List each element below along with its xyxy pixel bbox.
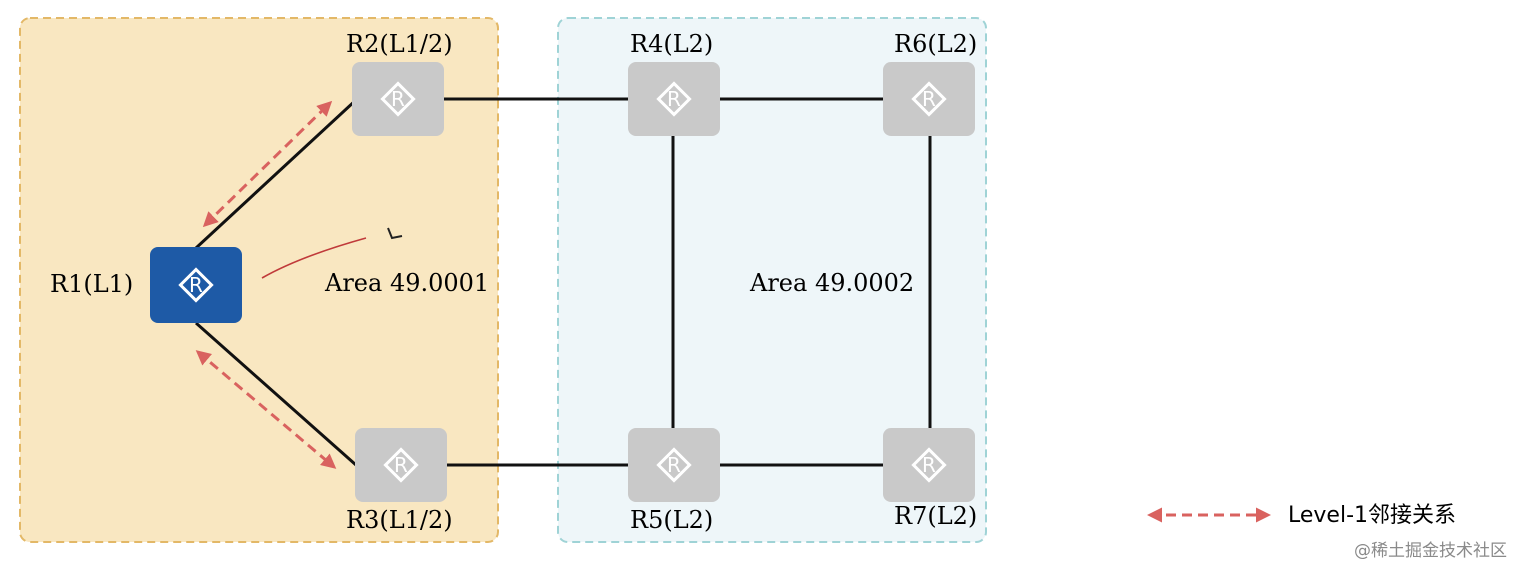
area-label-49-0001: Area 49.0001	[324, 269, 489, 297]
area-49-0001	[19, 17, 499, 543]
router-label-r6: R6(L2)	[894, 30, 977, 58]
router-label-r2: R2(L1/2)	[346, 30, 453, 58]
router-label-r5: R5(L2)	[630, 506, 713, 534]
router-label-r3: R3(L1/2)	[346, 506, 453, 534]
annotation-mark	[387, 227, 403, 240]
adjacency-r1-r3	[195, 350, 337, 469]
router-r4[interactable]	[628, 62, 720, 136]
annotation-stroke	[261, 237, 367, 279]
router-r5[interactable]	[628, 428, 720, 502]
router-r6[interactable]	[883, 62, 975, 136]
watermark: @稀土掘金技术社区	[1354, 541, 1507, 561]
router-r1[interactable]	[150, 247, 242, 323]
area-49-0002	[557, 17, 987, 543]
router-label-r4: R4(L2)	[630, 30, 713, 58]
router-r7[interactable]	[883, 428, 975, 502]
router-label-r7: R7(L2)	[894, 502, 977, 530]
router-r3[interactable]	[355, 428, 447, 502]
router-label-r1: R1(L1)	[50, 270, 133, 298]
adjacency-r1-r2	[202, 100, 333, 228]
legend-label: Level-1邻接关系	[1288, 503, 1456, 528]
router-r2[interactable]	[352, 62, 444, 136]
area-label-49-0002: Area 49.0002	[749, 269, 914, 297]
legend: Level-1邻接关系	[1147, 503, 1456, 528]
